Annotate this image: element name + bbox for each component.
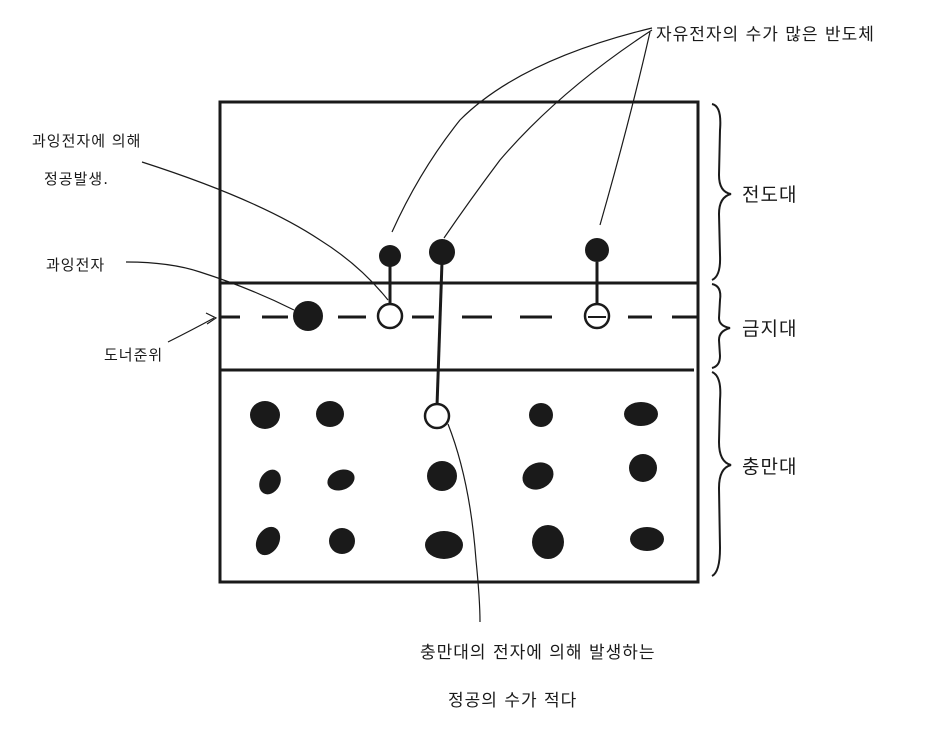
transition-3 xyxy=(583,238,611,330)
electron xyxy=(255,526,281,556)
label-donor-level: 도너준위 xyxy=(104,346,164,364)
electron xyxy=(427,461,457,491)
band-box xyxy=(218,100,700,584)
leader-bottom-hole xyxy=(447,423,481,623)
transition-1 xyxy=(376,245,404,330)
leader-excess-electron xyxy=(125,261,295,311)
electron xyxy=(629,454,657,482)
conduction-band-brace xyxy=(711,103,732,281)
electron xyxy=(316,401,344,427)
label-bottom-line1: 충만대의 전자에 의해 발생하는 xyxy=(420,643,656,663)
electron xyxy=(630,527,664,551)
electron xyxy=(529,403,553,427)
label-hole-generation-line1: 과잉전자에 의해 xyxy=(32,132,142,150)
leader-top-to-electron3 xyxy=(599,31,651,226)
leader-top-to-electron1 xyxy=(391,27,653,233)
electron xyxy=(522,462,554,490)
leader-hole-label xyxy=(141,161,389,301)
electron xyxy=(250,401,280,429)
forbidden-band-brace xyxy=(711,283,731,369)
label-top-right: 자유전자의 수가 많은 반도체 xyxy=(656,25,875,45)
valence-electrons xyxy=(250,401,664,559)
electron xyxy=(585,238,609,262)
hole xyxy=(376,302,404,330)
hole xyxy=(423,402,451,430)
electron xyxy=(327,469,355,491)
electron xyxy=(259,469,281,495)
electron xyxy=(329,528,355,554)
leader-donor-level xyxy=(167,317,215,343)
label-conduction-band: 전도대 xyxy=(742,184,798,206)
label-excess-electron: 과잉전자 xyxy=(46,256,106,274)
electron xyxy=(624,402,658,426)
label-hole-generation-line2: 정공발생. xyxy=(44,170,109,188)
label-valence-band: 충만대 xyxy=(742,456,798,478)
leader-donor-arrow xyxy=(205,312,218,325)
transition-2 xyxy=(423,239,455,430)
electron xyxy=(532,525,564,559)
electron xyxy=(379,245,401,267)
label-bottom-line2: 정공의 수가 적다 xyxy=(448,691,578,711)
electron xyxy=(425,531,463,559)
label-forbidden-band: 금지대 xyxy=(742,318,798,340)
electron xyxy=(429,239,455,265)
excess-electron xyxy=(293,301,323,331)
valence-band-brace xyxy=(711,371,732,577)
leader-top-to-electron2 xyxy=(443,29,653,239)
